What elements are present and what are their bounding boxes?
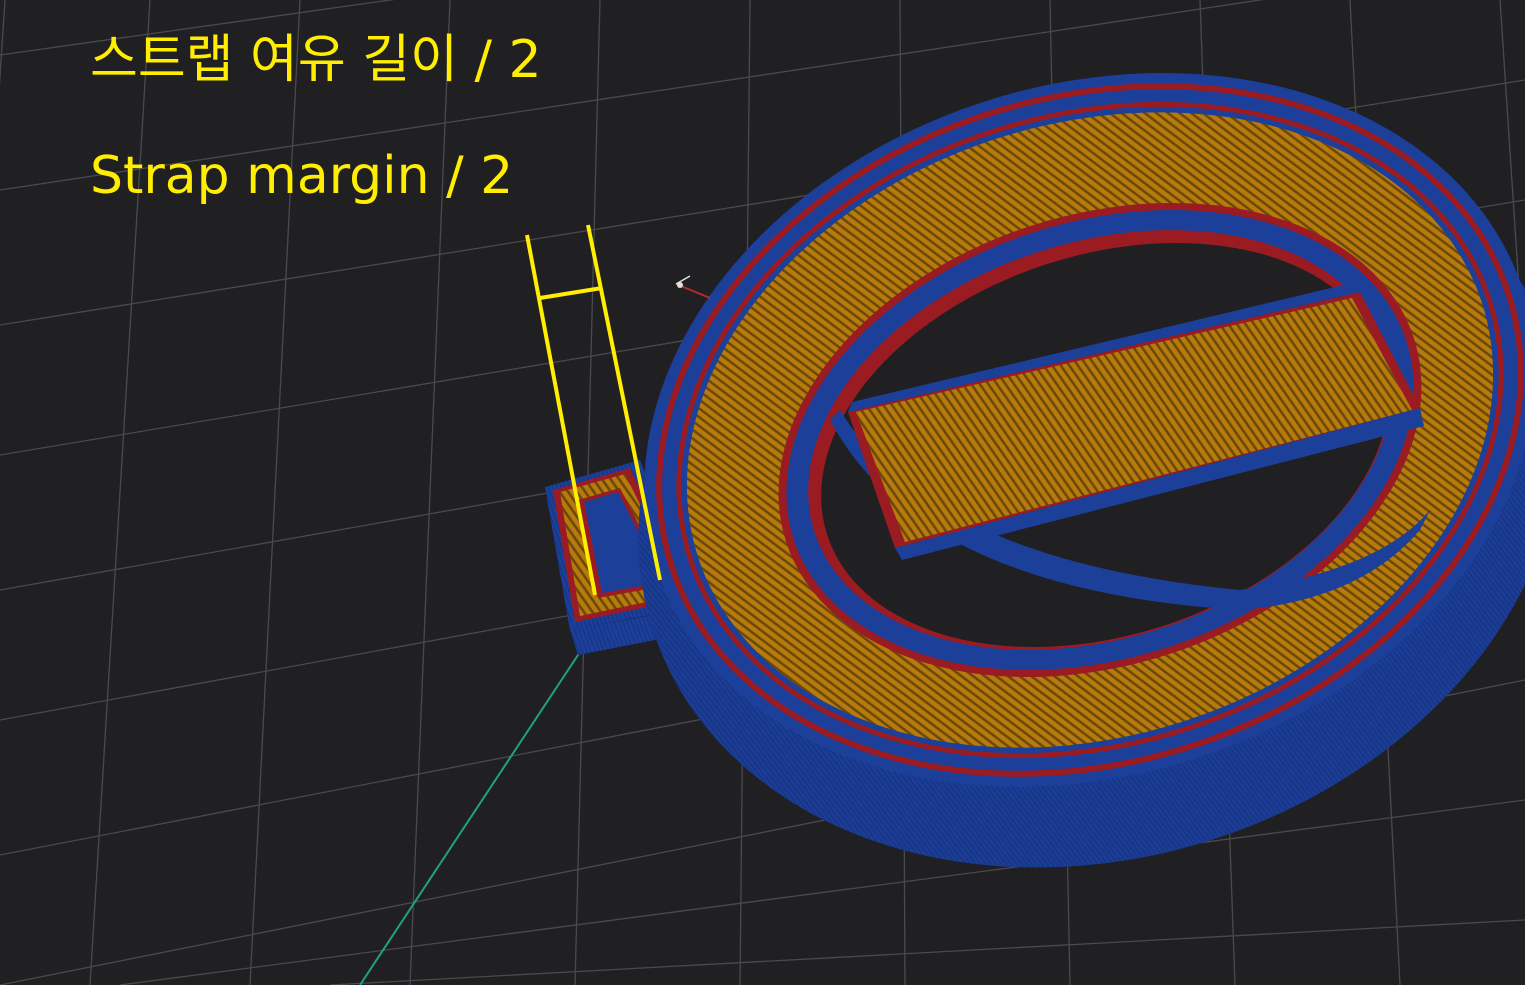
disc-model [638,73,1525,868]
y-axis-line [359,651,581,985]
grid-line [0,0,1265,191]
annotation-label-english: Strap margin / 2 [90,146,514,206]
grid-line [0,0,395,56]
grid-line [119,799,1525,985]
grid-line [89,0,151,985]
dimension-marker [525,224,662,596]
annotation-label-korean: 스트랩 여유 길이 / 2 [90,30,542,90]
grid-line [409,0,451,985]
axis-gizmo-icon [675,275,711,299]
grid-line [1499,0,1525,389]
grid-line [0,0,6,86]
grid-line [249,0,301,985]
grid-line [329,919,1525,985]
